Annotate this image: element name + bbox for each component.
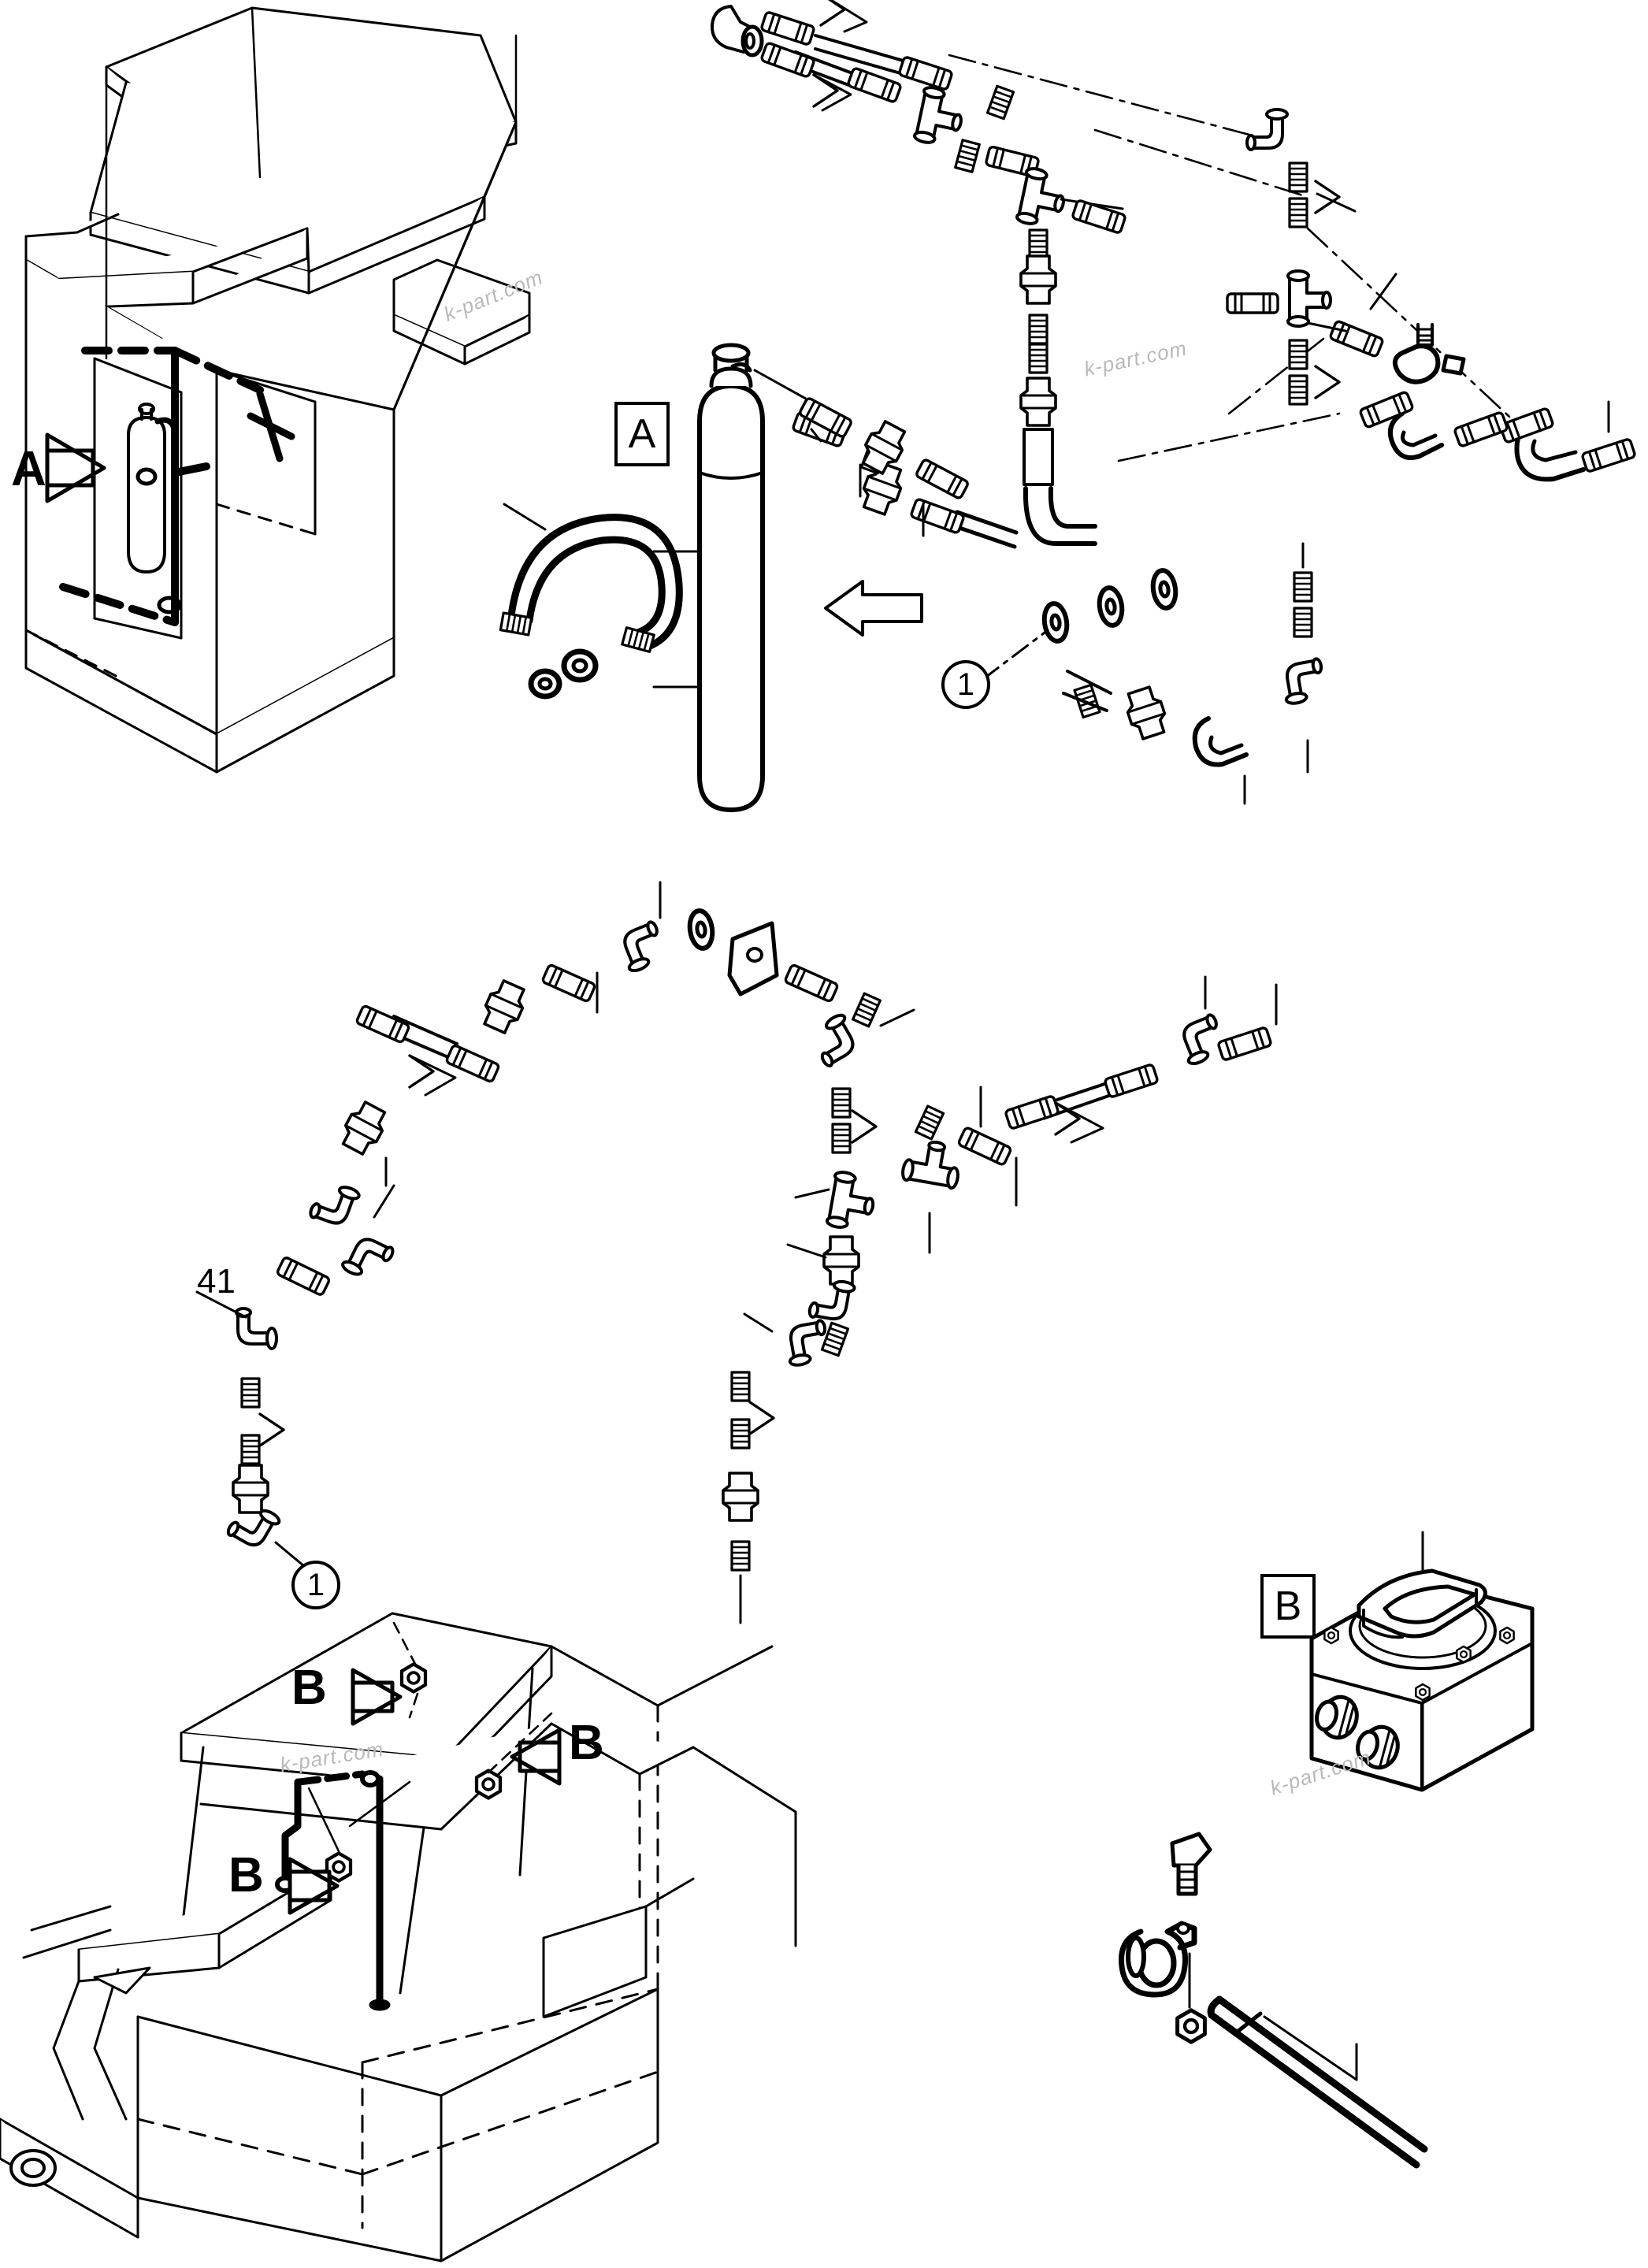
machine-overview-lower-left [0,1612,797,2262]
clamp-and-tube-detail [1119,1832,1428,2169]
section-letter-a-left: A [11,442,46,496]
piping-assembly-lower [195,881,1278,1624]
callout-1-lower: 1 [291,1561,340,1609]
detail-box-a: A [614,402,670,466]
machine-overview-upper-left [24,6,531,774]
detail-box-b: B [1260,1574,1316,1639]
part-number-41: 41 [197,1262,236,1301]
callout-1-upper: 1 [941,660,990,709]
piping-assembly-upper [710,0,1637,805]
cylinder-detail-a [499,343,969,812]
actuator-box-detail-b [1309,1531,1535,1792]
section-letter-b-right: B [569,1716,604,1770]
section-letter-b-top: B [291,1661,327,1715]
section-letter-b-left: B [228,1848,264,1902]
